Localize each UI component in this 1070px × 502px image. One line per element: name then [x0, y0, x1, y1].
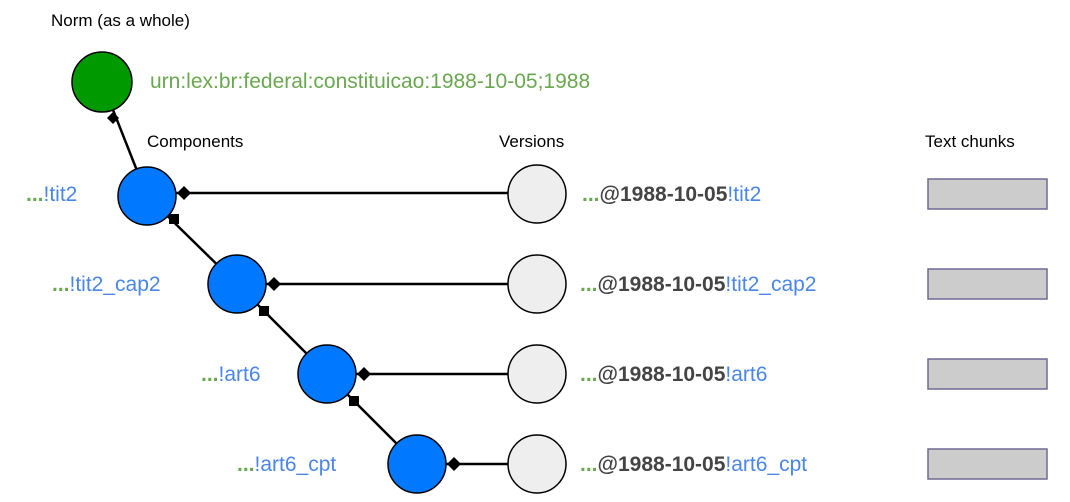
component-ellipsis-2: ...: [52, 273, 70, 296]
version-node-1: [507, 164, 567, 224]
version-ellipsis-1: ...: [582, 183, 600, 206]
text-chunk-1: [927, 178, 1048, 210]
version-node-3: [507, 344, 567, 404]
version-label-4: ...@1988-10-05!art6_cpt: [580, 453, 807, 476]
version-node-4: [507, 434, 567, 494]
component-id-4: !art6_cpt: [255, 453, 337, 476]
component-node-1: [117, 166, 177, 226]
version-label-3: ...@1988-10-05!art6: [580, 363, 767, 386]
component-ellipsis-3: ...: [201, 363, 219, 386]
diamond-marker-2: [267, 277, 281, 291]
version-ellipsis-3: ...: [580, 363, 598, 386]
version-suffix-3: !art6: [725, 363, 767, 386]
version-label-2: ...@1988-10-05!tit2_cap2: [580, 273, 817, 296]
header-norm: Norm (as a whole): [51, 11, 190, 30]
version-suffix-1: !tit2: [727, 183, 761, 206]
norm-node: [71, 51, 133, 113]
version-label-1: ...@1988-10-05!tit2: [582, 183, 761, 206]
norm-urn: urn:lex:br:federal:constituicao:1988-10-…: [150, 70, 590, 93]
version-ellipsis-2: ...: [580, 273, 598, 296]
text-chunk-2: [927, 268, 1048, 300]
version-suffix-4: !art6_cpt: [725, 453, 807, 476]
component-id-2: !tit2_cap2: [70, 273, 161, 296]
version-ellipsis-4: ...: [580, 453, 598, 476]
component-label-4: ...!art6_cpt: [237, 453, 336, 476]
component-label-3: ...!art6: [201, 363, 261, 386]
component-id-3: !art6: [219, 363, 261, 386]
version-date-4: @1988-10-05: [598, 453, 726, 476]
diamond-marker-4: [447, 457, 461, 471]
header-versions: Versions: [499, 132, 564, 151]
component-node-3: [297, 344, 357, 404]
header-components: Components: [147, 132, 243, 151]
version-node-2: [507, 254, 567, 314]
version-date-3: @1988-10-05: [598, 363, 726, 386]
version-date-1: @1988-10-05: [600, 183, 728, 206]
header-text-chunks: Text chunks: [925, 132, 1015, 151]
diamond-marker-1: [177, 186, 191, 200]
component-ellipsis-4: ...: [237, 453, 255, 476]
diamond-marker-3: [357, 367, 371, 381]
component-id-1: !tit2: [44, 183, 78, 206]
component-node-2: [207, 254, 267, 314]
text-chunk-4: [927, 448, 1048, 480]
component-node-4: [387, 434, 447, 494]
component-ellipsis-1: ...: [26, 183, 44, 206]
version-suffix-2: !tit2_cap2: [725, 273, 816, 296]
text-chunk-3: [927, 358, 1048, 390]
edge-marker-norm: [107, 112, 119, 124]
square-marker-2: [259, 306, 269, 316]
version-date-2: @1988-10-05: [598, 273, 726, 296]
square-marker-1: [169, 214, 179, 224]
component-label-1: ...!tit2: [26, 183, 77, 206]
component-label-2: ...!tit2_cap2: [52, 273, 161, 296]
square-marker-3: [349, 396, 359, 406]
